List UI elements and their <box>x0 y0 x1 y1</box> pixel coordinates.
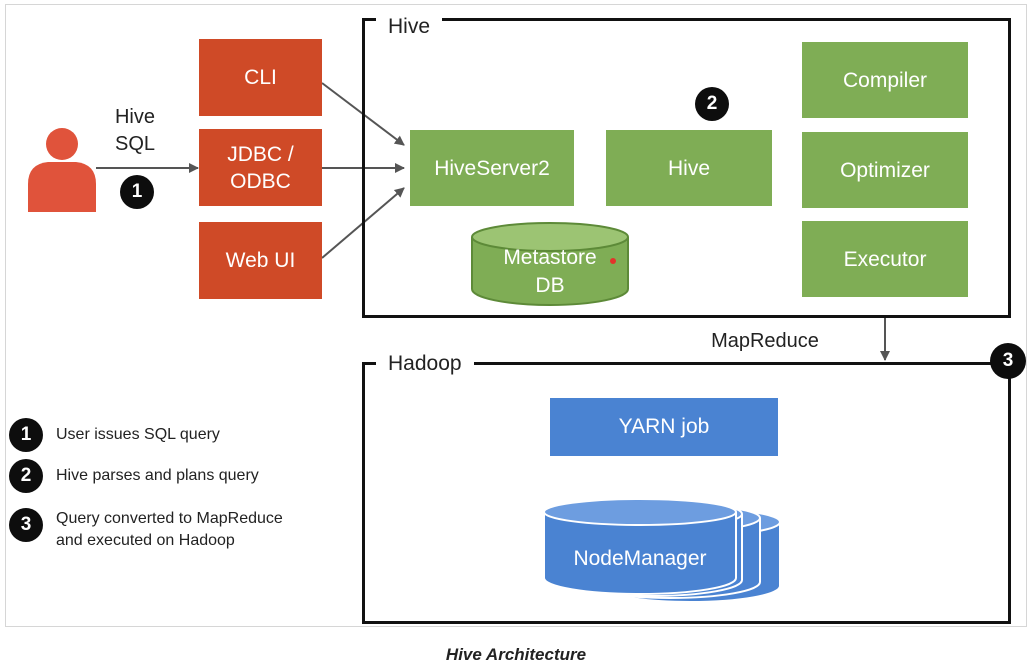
person-icon <box>28 128 96 212</box>
yarn-job-box: YARN job <box>550 398 778 456</box>
legend-1-badge: 1 <box>9 418 43 452</box>
nodemanager-label: NodeManager <box>573 547 707 570</box>
legend-2-badge: 2 <box>9 459 43 493</box>
hadoop-container <box>362 362 1011 624</box>
executor-box: Executor <box>802 221 968 297</box>
optimizer-box: Optimizer <box>802 132 968 208</box>
red-dot-marker <box>610 258 616 264</box>
legend-2-text: Hive parses and plans query <box>56 467 259 484</box>
cli-box: CLI <box>199 39 322 116</box>
step-2-badge: 2 <box>695 87 729 121</box>
hiveserver2-box: HiveServer2 <box>410 130 574 206</box>
hadoop-title: Hadoop <box>376 352 474 376</box>
figure-caption: Hive Architecture <box>445 645 587 664</box>
hive-box: Hive <box>606 130 772 206</box>
hive-container <box>362 18 1011 318</box>
legend-3-badge: 3 <box>9 508 43 542</box>
webui-box: Web UI <box>199 222 322 299</box>
legend-3-text: Query converted to MapReduce and execute… <box>56 510 283 549</box>
nodemanager-cylinders <box>543 500 781 603</box>
diagram-frame <box>5 4 1027 627</box>
compiler-box: Compiler <box>802 42 968 118</box>
step-3-badge: 3 <box>990 343 1026 379</box>
mapreduce-label: MapReduce <box>711 330 819 352</box>
metastore-db-cylinder <box>471 222 629 306</box>
hive-title: Hive <box>376 15 443 39</box>
user-query-label: Hive SQL <box>114 106 156 155</box>
jdbc-odbc-box: JDBC / ODBC <box>199 129 322 206</box>
legend-1-text: User issues SQL query <box>56 426 220 443</box>
metastore-db-label: Metastore DB <box>503 246 597 297</box>
step-1-badge: 1 <box>120 175 154 209</box>
